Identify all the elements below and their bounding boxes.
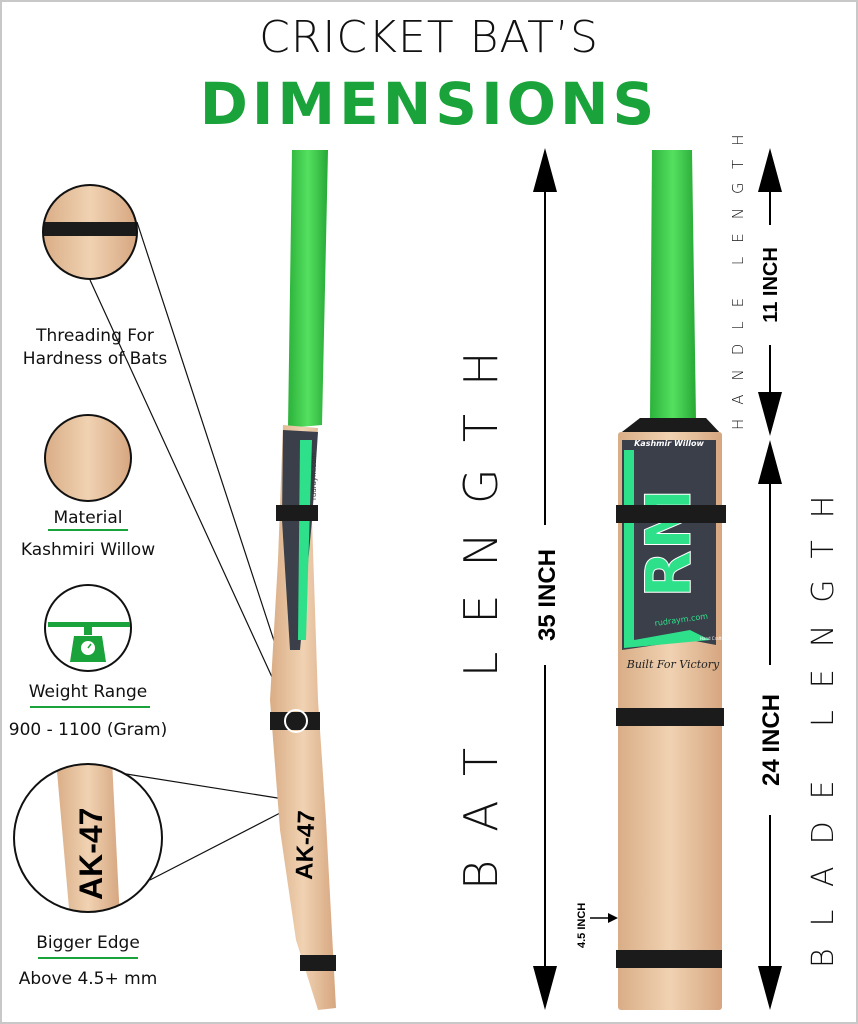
bat-length-label: BAT LENGTH [454,323,508,890]
handle-length-label: HANDLE LENGTH [729,121,747,431]
threading-label-1: Threading For [35,326,154,346]
blade-length-label: BLADE LENGTH [806,474,841,968]
edge-circle: AK-47 [13,763,163,913]
edge-value: Above 4.5+ mm [19,969,158,989]
bat-length-value: 35 INCH [534,549,561,641]
blade-length-arrow [756,440,784,1010]
title-line1: CRICKET BAT’S [259,12,599,63]
material-value: Kashmiri Willow [21,540,155,560]
threading-label-2: Hardness of Bats [23,349,168,369]
scale-icon [48,622,130,662]
threading-circle [42,184,138,280]
blade-length-value: 24 INCH [758,694,785,786]
material-circle [44,414,132,502]
material-label: Material [53,508,122,528]
weight-value: 900 - 1100 (Gram) [9,720,167,740]
side-bat-brand: rudraym.com [310,453,318,500]
title-line2: DIMENSIONS [200,70,659,138]
bat-length-arrow [530,148,560,1010]
edge-circle-text: AK-47 [73,808,109,900]
front-bat-tagline: Built For Victory [626,658,720,671]
handle-length-value: 11 INCH [760,247,782,323]
blade-width-value: 4.5 INCH [576,903,588,948]
front-bat-logo: RM [632,489,705,598]
front-bat: Kashmir Willow RM rudraym.com Hand Craft… [616,150,727,1010]
front-bat-badge: Hand Crafted [700,636,727,641]
side-bat-edge-text: AK-47 [291,810,320,880]
front-bat-willow: Kashmir Willow [634,439,704,448]
weight-circle [44,584,132,672]
handle-length-arrow [758,148,782,436]
callout-lines [89,221,297,881]
edge-label: Bigger Edge [36,933,140,953]
weight-label: Weight Range [29,682,148,702]
blade-width-arrow [590,913,618,923]
side-bat: AK-47 rudraym.com [270,150,336,1010]
